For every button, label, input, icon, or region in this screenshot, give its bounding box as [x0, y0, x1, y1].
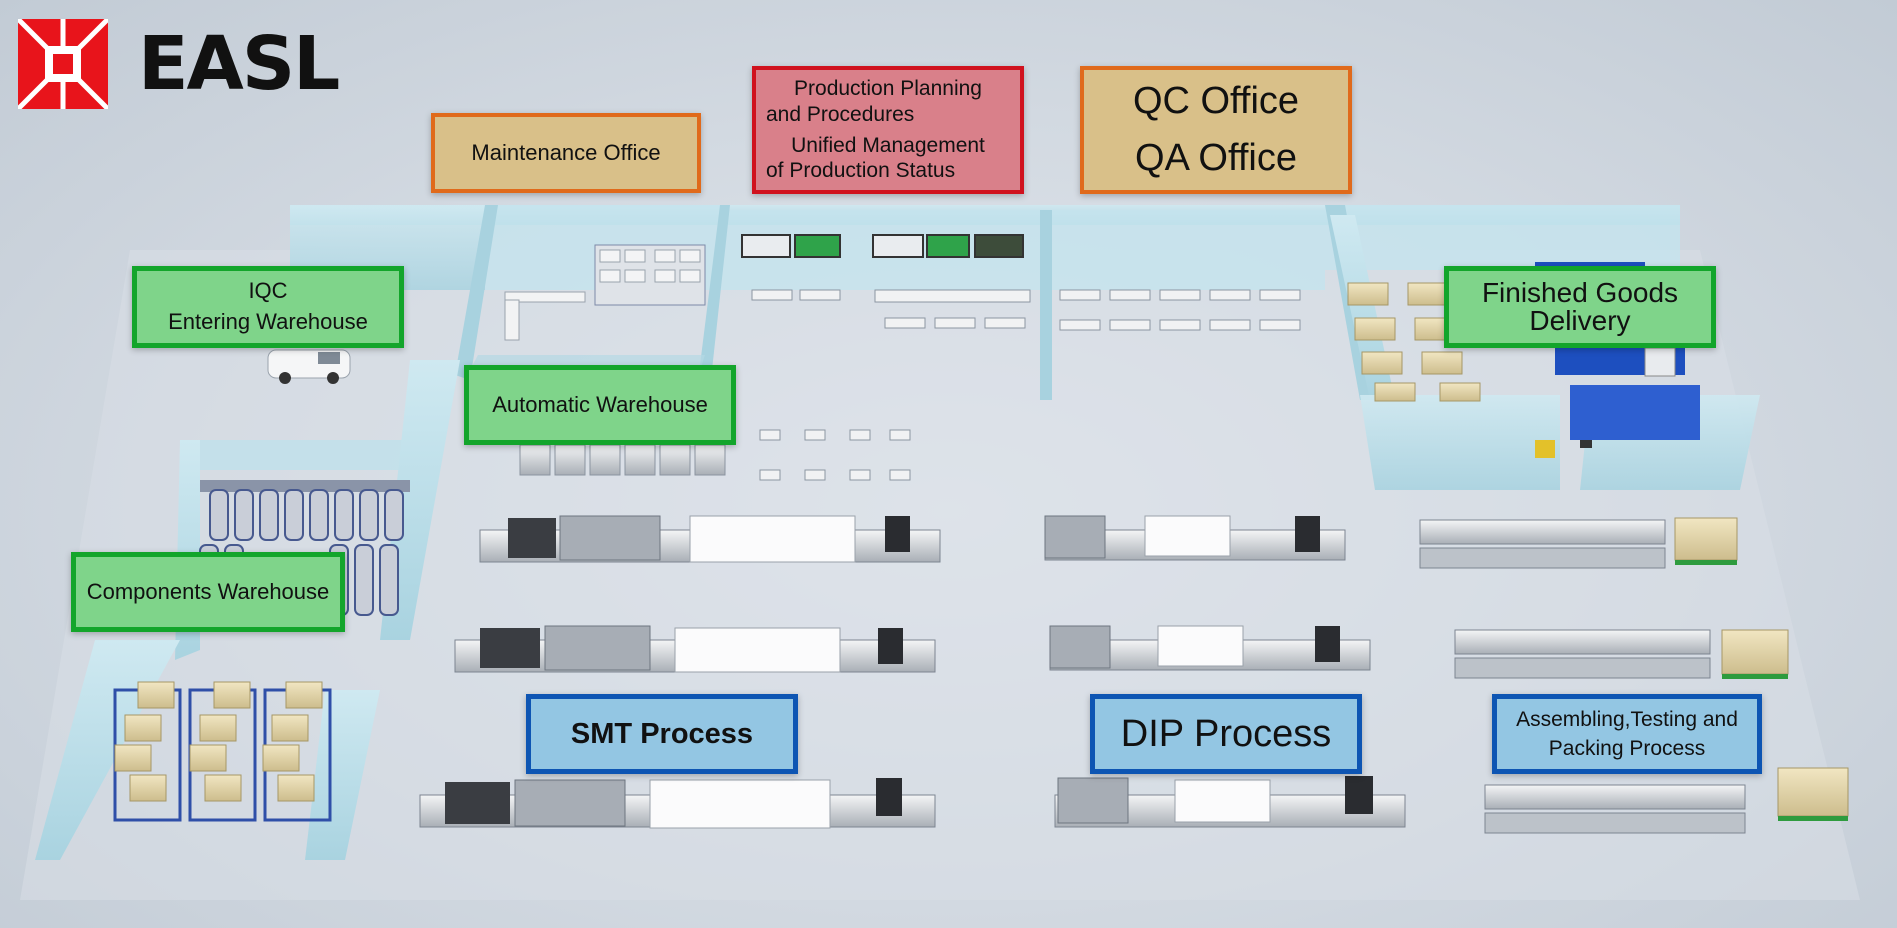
production-planning-line2: and Procedures	[766, 102, 1010, 127]
qa-office-text: QA Office	[1135, 130, 1297, 187]
assembling-line1: Assembling,Testing and	[1516, 705, 1738, 734]
components-warehouse-text: Components Warehouse	[87, 579, 330, 605]
dip-process-label: DIP Process	[1090, 694, 1362, 774]
automatic-warehouse-label: Automatic Warehouse	[464, 365, 736, 445]
easl-logo: EASL	[18, 18, 338, 110]
iqc-line1: IQC	[248, 276, 287, 307]
maintenance-office-text: Maintenance Office	[471, 140, 660, 166]
maintenance-office-label: Maintenance Office	[431, 113, 701, 193]
finished-goods-line1: Finished Goods	[1482, 279, 1678, 307]
dip-process-text: DIP Process	[1121, 713, 1331, 756]
brand-name: EASL	[138, 27, 338, 101]
components-warehouse-label: Components Warehouse	[71, 552, 345, 632]
smt-process-label: SMT Process	[526, 694, 798, 774]
assembling-line2: Packing Process	[1549, 734, 1705, 763]
iqc-warehouse-label: IQC Entering Warehouse	[132, 266, 404, 348]
automatic-warehouse-text: Automatic Warehouse	[492, 392, 708, 418]
unified-management-block: Unified Management of Production Status	[766, 133, 1010, 183]
qc-qa-office-label: QC Office QA Office	[1080, 66, 1352, 194]
monitoring-screens	[742, 235, 1023, 257]
production-management-label: Production Planning and Procedures Unifi…	[752, 66, 1024, 194]
easl-logo-icon	[18, 19, 108, 109]
storage-shelves	[115, 682, 330, 820]
unified-management-line1: Unified Management	[766, 133, 1010, 158]
production-planning-line1: Production Planning	[766, 76, 1010, 101]
production-planning-block: Production Planning and Procedures	[766, 76, 1010, 126]
finished-goods-line2: Delivery	[1529, 307, 1630, 335]
unified-management-line2: of Production Status	[766, 158, 1010, 183]
iqc-line2: Entering Warehouse	[168, 307, 368, 338]
qc-office-text: QC Office	[1133, 73, 1299, 130]
finished-goods-label: Finished Goods Delivery	[1444, 266, 1716, 348]
smt-process-text: SMT Process	[571, 718, 753, 751]
assembling-process-label: Assembling,Testing and Packing Process	[1492, 694, 1762, 774]
